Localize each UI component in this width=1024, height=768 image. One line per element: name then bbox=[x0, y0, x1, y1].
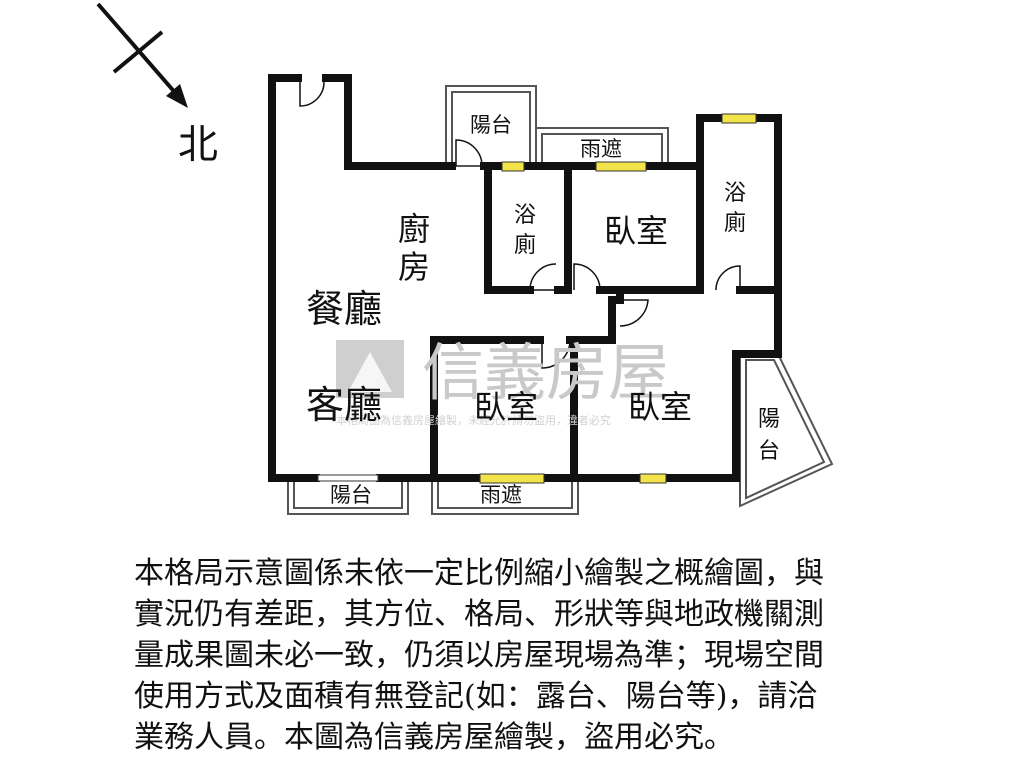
compass-crossbar bbox=[112, 30, 164, 74]
label-kitchen-1: 廚 bbox=[398, 210, 430, 248]
label-dining: 餐廳 bbox=[306, 287, 382, 331]
label-bedroom-top: 臥室 bbox=[604, 212, 668, 250]
window-bath-left bbox=[501, 161, 525, 172]
label-bedroom-mid: 臥室 bbox=[474, 388, 538, 426]
window-bath-right bbox=[721, 113, 757, 124]
compass: 北 bbox=[96, 2, 218, 168]
label-balcony-east-2: 台 bbox=[758, 439, 780, 464]
window-living-south bbox=[317, 474, 379, 482]
label-bath-left-1: 浴 bbox=[514, 203, 536, 228]
watermark-note: 本格局圖為信義房屋繪製，未經允許請勿盜用，違者必究 bbox=[336, 413, 611, 427]
door-bedroom-mid bbox=[541, 339, 571, 369]
label-living: 客廳 bbox=[306, 383, 382, 427]
label-balcony-south: 陽台 bbox=[330, 483, 372, 507]
label-balcony-north: 陽台 bbox=[470, 113, 512, 137]
window-bedroom-mid bbox=[479, 473, 545, 484]
disclaimer-line: 使用方式及面積有無登記(如：露台、陽台等)，請洽 bbox=[134, 679, 818, 714]
door-bath-right bbox=[715, 265, 741, 291]
label-canopy-north: 雨遮 bbox=[580, 137, 622, 161]
watermark: 信義房屋 本格局圖為信義房屋繪製，未經允許請勿盜用，違者必究 bbox=[336, 336, 670, 427]
window-bedroom-top bbox=[595, 161, 647, 172]
door-entrance bbox=[299, 78, 325, 107]
label-bedroom-right: 臥室 bbox=[628, 388, 692, 426]
label-canopy-south: 雨遮 bbox=[480, 483, 522, 507]
windows bbox=[317, 113, 757, 484]
room-labels: 陽台 雨遮 浴 廁 臥室 浴 廁 廚 房 餐廳 客廳 臥室 臥室 陽 台 陽台 … bbox=[306, 113, 780, 507]
door-bedroom-right bbox=[619, 299, 649, 327]
door-bedroom-top bbox=[573, 263, 601, 291]
floor-plan: 北 bbox=[96, 2, 834, 515]
disclaimer-text: 本格局示意圖係未依一定比例縮小繪製之概繪圖，與 實況仍有差距，其方位、格局、形狀… bbox=[134, 553, 924, 758]
window-bedroom-right bbox=[639, 473, 667, 484]
disclaimer-line: 量成果圖未必一致，仍須以房屋現場為準；現場空間 bbox=[134, 638, 824, 673]
label-bath-right-2: 廁 bbox=[724, 211, 746, 236]
compass-arrowhead bbox=[166, 84, 188, 108]
balcony-east-outline bbox=[739, 353, 834, 508]
disclaimer-line: 實況仍有差距，其方位、格局、形狀等與地政機關測 bbox=[134, 597, 824, 632]
label-kitchen-2: 房 bbox=[398, 248, 430, 286]
doors bbox=[299, 78, 741, 410]
disclaimer-line: 本格局示意圖係未依一定比例縮小繪製之概繪圖，與 bbox=[134, 556, 824, 591]
watermark-brand: 信義房屋 bbox=[422, 336, 670, 409]
disclaimer-line: 業務人員。本圖為信義房屋繪製，盜用必究。 bbox=[134, 720, 734, 755]
label-balcony-east-1: 陽 bbox=[758, 407, 780, 432]
balcony-east-inner bbox=[745, 359, 826, 500]
door-balcony-north bbox=[455, 139, 483, 167]
watermark-logo-mark bbox=[348, 352, 392, 392]
door-bath-left bbox=[529, 263, 557, 291]
label-bath-left-2: 廁 bbox=[514, 233, 536, 258]
label-bath-right-1: 浴 bbox=[724, 181, 746, 206]
compass-north-label: 北 bbox=[178, 122, 218, 168]
